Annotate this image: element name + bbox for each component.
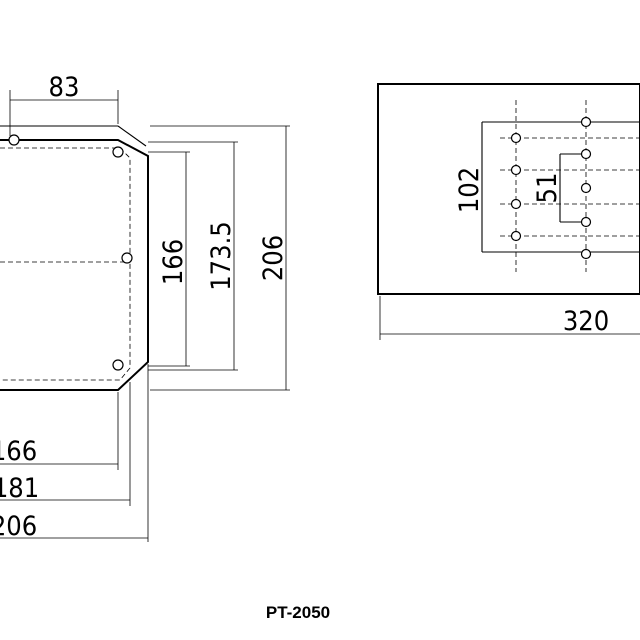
dim-102: 102 bbox=[454, 167, 485, 213]
front-body-outline bbox=[0, 139, 149, 391]
pin-hole bbox=[580, 182, 592, 194]
dim-v-173-5: 173.5 bbox=[206, 221, 237, 291]
mount-hole bbox=[112, 359, 124, 371]
pin-hole bbox=[580, 116, 592, 128]
side-body-outline bbox=[377, 83, 640, 295]
dim-h-166: 166 bbox=[0, 436, 37, 467]
dim-h-181: 181 bbox=[0, 473, 39, 504]
dim-320: 320 bbox=[563, 306, 609, 337]
pin-hole bbox=[580, 148, 592, 160]
side-view: 102 51 320 bbox=[377, 83, 640, 340]
model-label: PT-2050 bbox=[266, 603, 330, 622]
pin-hole bbox=[510, 198, 522, 210]
dim-top-83: 83 bbox=[49, 72, 80, 103]
pin-hole bbox=[580, 216, 592, 228]
mount-hole bbox=[8, 134, 20, 146]
pin-hole bbox=[510, 164, 522, 176]
front-view: 83 166 173.5 206 166 181 206 bbox=[0, 72, 290, 542]
dim-h-206: 206 bbox=[0, 511, 37, 542]
dim-51: 51 bbox=[532, 173, 563, 204]
mount-hole bbox=[121, 252, 133, 264]
mount-hole bbox=[112, 146, 124, 158]
pin-hole bbox=[510, 132, 522, 144]
dim-v-206: 206 bbox=[258, 235, 289, 281]
pin-hole bbox=[580, 248, 592, 260]
dim-v-166: 166 bbox=[158, 239, 189, 285]
pin-hole bbox=[510, 230, 522, 242]
